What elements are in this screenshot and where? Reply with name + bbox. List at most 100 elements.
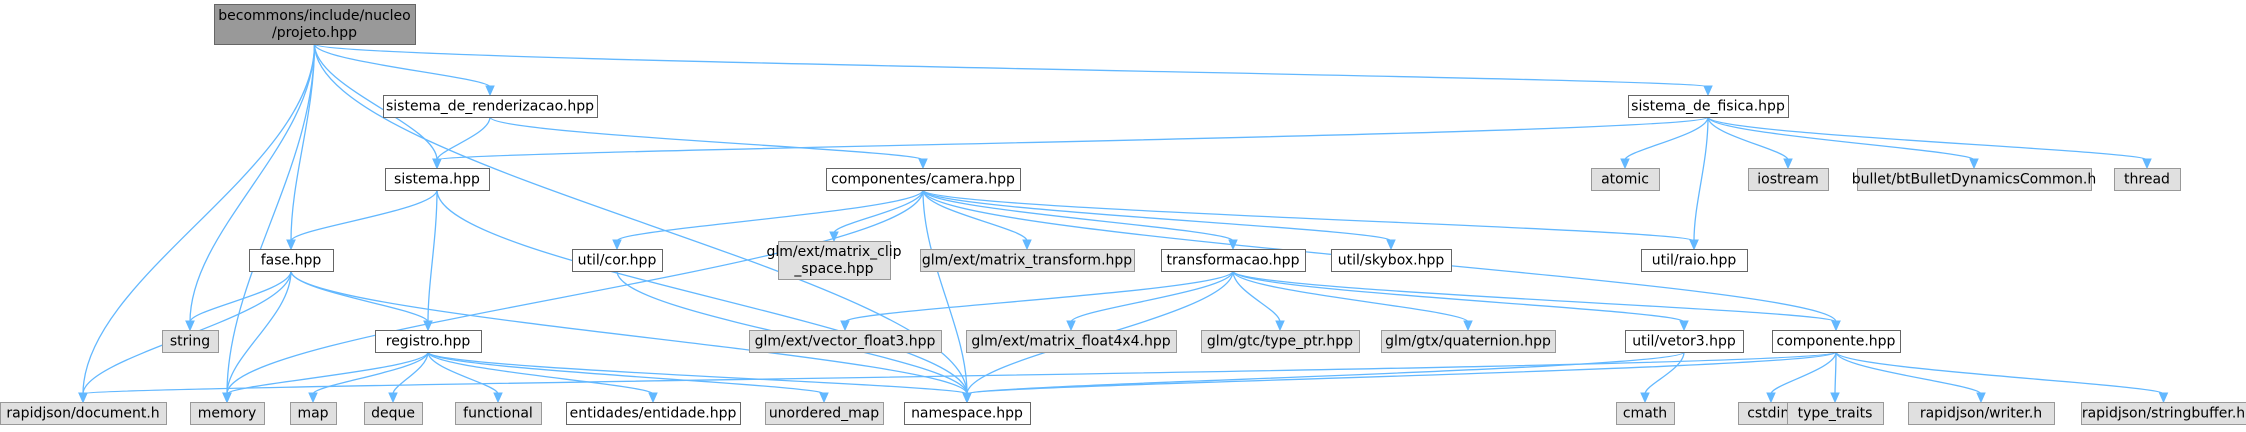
node-label: type_traits [1798,406,1873,422]
edge-projeto-to-sistema-de-fisica [313,43,1713,97]
node-label: glm/ext/matrix_clip [767,244,902,260]
node-label: util/cor.hpp [578,253,657,269]
dependency-nodes: becommons/include/nucleo/projeto.hpp sist… [0,4,2246,425]
node-label: sistema.hpp [394,172,480,188]
edge-transformacao-to-vetor3 [1232,270,1689,332]
node-cor[interactable]: util/cor.hpp [572,249,663,272]
edge-registro-to-memory [222,351,429,404]
node-label: string [170,334,210,350]
node-label: deque [371,406,415,422]
node-skybox[interactable]: util/skybox.hpp [1331,249,1452,272]
node-label: componentes/camera.hpp [831,172,1015,188]
node-type-ptr: glm/gtc/type_ptr.hpp [1201,330,1360,353]
edge-sistema-de-fisica-to-bullet [1707,116,1979,170]
node-deque: deque [364,402,423,425]
node-box [2081,402,2246,425]
node-box [0,402,167,425]
edge-registro-to-entidade [427,351,658,404]
node-box [765,402,884,425]
node-label: sistema_de_fisica.hpp [1631,99,1785,115]
edge-componente-to-type-traits [1830,351,1840,404]
node-label: cmath [1623,406,1667,422]
node-box [364,402,423,425]
edge-camera-to-namespace [922,189,972,404]
edge-sistema-de-fisica-to-raio [1689,116,1709,251]
node-box [1628,95,1789,118]
node-label: cstdint [1747,406,1795,422]
node-label: util/raio.hpp [1652,253,1737,269]
edge-registro-to-deque [388,351,429,404]
node-raio[interactable]: util/raio.hpp [1641,249,1748,272]
node-label: glm/gtx/quaternion.hpp [1385,334,1551,350]
node-iostream: iostream [1748,168,1829,191]
node-box [826,168,1021,191]
node-label: fase.hpp [261,253,322,269]
edge-camera-to-memory [222,189,924,404]
node-transformacao[interactable]: transformacao.hpp [1161,249,1306,272]
edge-registro-to-map [308,351,429,404]
node-label: util/vetor3.hpp [1632,334,1736,350]
node-document: rapidjson/document.h [0,402,167,425]
edge-sistema-de-renderizacao-to-camera [489,116,928,170]
node-box [1772,330,1901,353]
node-box [1748,168,1829,191]
edge-sistema-de-fisica-to-thread [1707,116,2152,170]
edge-camera-to-matrix-transform [922,189,1032,251]
edge-componente-to-document [78,351,1837,404]
edge-transformacao-to-quaternion [1232,270,1473,332]
node-camera[interactable]: componentes/camera.hpp [826,168,1021,191]
node-box [778,241,891,280]
node-sistema-de-fisica[interactable]: sistema_de_fisica.hpp [1628,95,1789,118]
node-label: atomic [1601,172,1649,188]
node-matrix-clip: glm/ext/matrix_clip_space.hpp [767,241,902,280]
edge-fase-to-registro [290,270,433,332]
node-componente[interactable]: componente.hpp [1772,330,1901,353]
node-box [375,330,482,353]
node-sistema[interactable]: sistema.hpp [385,168,490,191]
node-atomic: atomic [1591,168,1660,191]
node-box [1381,330,1556,353]
node-namespace[interactable]: namespace.hpp [904,402,1031,425]
node-entidade[interactable]: entidades/entidade.hpp [566,402,741,425]
node-label: iostream [1757,172,1819,188]
node-map: map [290,402,337,425]
node-registro[interactable]: registro.hpp [375,330,482,353]
node-box [214,4,416,45]
edge-camera-to-cor [612,189,924,251]
node-type-traits: type_traits [1787,402,1884,425]
node-label: memory [198,406,257,422]
node-label: rapidjson/stringbuffer.h [2082,406,2245,422]
node-vector-float3: glm/ext/vector_float3.hpp [749,330,942,353]
node-box [749,330,942,353]
node-box [190,402,265,425]
node-thread: thread [2114,168,2181,191]
node-label: _space.hpp [793,261,873,277]
node-projeto[interactable]: becommons/include/nucleo/projeto.hpp [214,4,416,45]
node-bullet: bullet/btBulletDynamicsCommon.h [1852,168,2097,191]
node-matrix-float4x4: glm/ext/matrix_float4x4.hpp [966,330,1177,353]
edge-transformacao-to-type-ptr [1232,270,1285,332]
edge-sistema-to-fase [286,189,438,251]
node-vetor3[interactable]: util/vetor3.hpp [1625,330,1744,353]
node-memory: memory [190,402,265,425]
node-box [1591,168,1660,191]
node-box [566,402,741,425]
node-box [162,330,219,353]
node-label: bullet/btBulletDynamicsCommon.h [1852,172,2097,188]
node-box [1616,402,1675,425]
node-box [920,249,1135,272]
node-label: glm/gtc/type_ptr.hpp [1207,334,1353,350]
node-label: glm/ext/matrix_float4x4.hpp [971,334,1170,350]
edge-projeto-to-sistema-de-renderizacao [313,43,495,97]
node-functional: functional [455,402,542,425]
node-fase[interactable]: fase.hpp [249,249,334,272]
node-box [383,95,598,118]
edge-componente-to-cstdint [1766,351,1837,404]
edge-camera-to-skybox [922,189,1396,251]
node-label: sistema_de_renderizacao.hpp [386,99,594,115]
node-box [904,402,1031,425]
node-sistema-de-renderizacao[interactable]: sistema_de_renderizacao.hpp [383,95,598,118]
node-box [572,249,663,272]
node-label: unordered_map [769,406,879,422]
